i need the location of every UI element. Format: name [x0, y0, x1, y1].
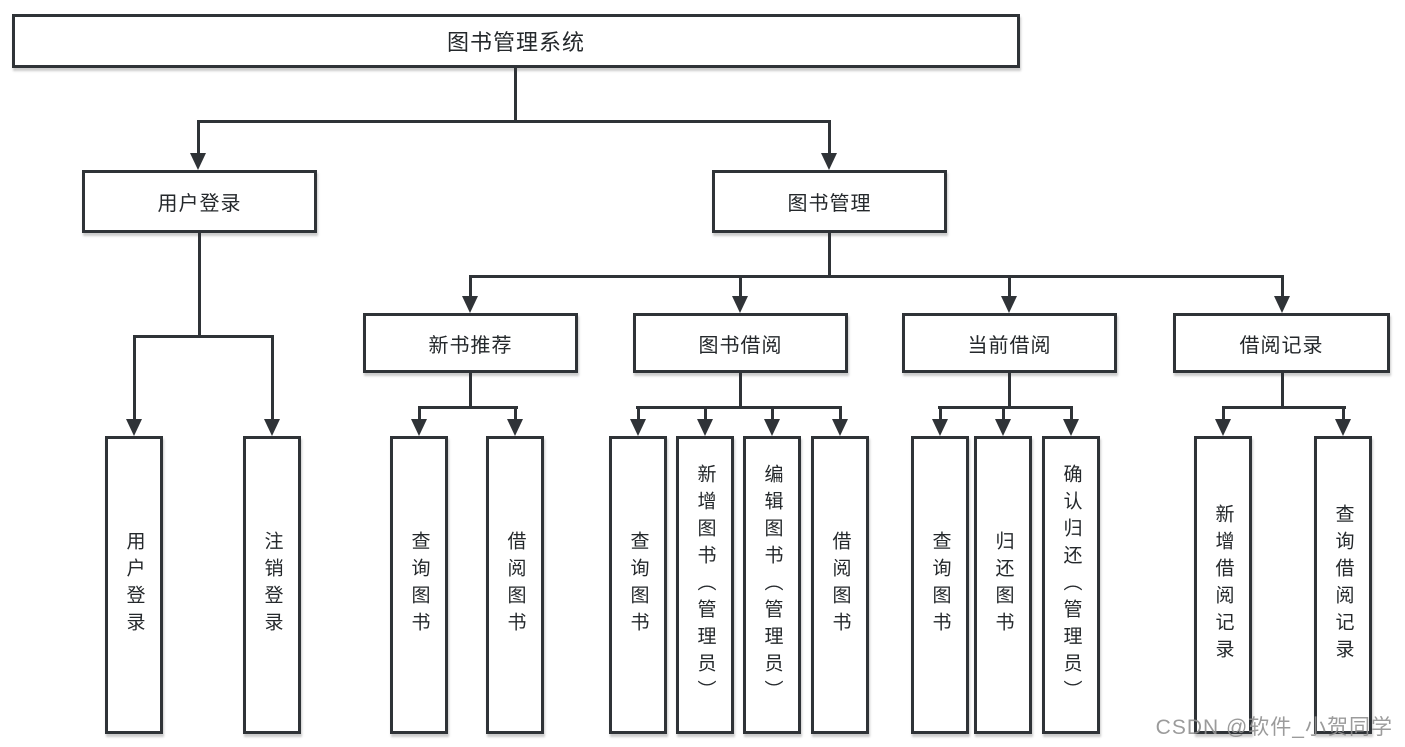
- leaf-label: 借阅图书: [504, 531, 526, 639]
- leaf-label: 查询图书: [627, 531, 649, 639]
- leaf-label: 编辑图书（管理员）: [761, 463, 783, 707]
- node-label: 用户登录: [157, 193, 242, 215]
- node-label: 图书管理系统: [446, 30, 585, 55]
- connector-stem: [1342, 406, 1345, 421]
- connector-book-borrow-branch: [636, 406, 842, 409]
- connector-book-management-branch: [469, 275, 1284, 278]
- leaf-query-books-recommend: 查询图书: [390, 436, 448, 734]
- connector-stem-leaf-logout: [271, 335, 274, 421]
- node-new-book-recommend: 新书推荐: [363, 313, 578, 373]
- connector-current-borrow-branch: [938, 406, 1073, 409]
- arrow-down-icon: [1335, 419, 1351, 436]
- connector-new-book-stub: [469, 371, 472, 407]
- connector-root-stub: [514, 67, 517, 121]
- connector-stem: [839, 406, 842, 421]
- leaf-confirm-return-admin: 确认归还（管理员）: [1042, 436, 1100, 734]
- leaf-label: 借阅图书: [829, 531, 851, 639]
- connector-stem: [771, 406, 774, 421]
- arrow-down-icon: [995, 419, 1011, 436]
- leaf-query-books-borrowing: 查询图书: [609, 436, 667, 734]
- arrow-down-icon: [1001, 296, 1017, 313]
- arrow-down-icon: [732, 296, 748, 313]
- leaf-logout-login: 注销登录: [243, 436, 301, 734]
- arrow-down-icon: [832, 419, 848, 436]
- leaf-label: 新增借阅记录: [1212, 504, 1234, 666]
- connector-current-borrow-stub: [1008, 371, 1011, 407]
- node-label: 借阅记录: [1239, 334, 1324, 357]
- arrow-down-icon: [190, 153, 206, 170]
- node-borrow-records: 借阅记录: [1173, 313, 1390, 373]
- connector-stem: [1222, 406, 1225, 421]
- leaf-query-borrow-record: 查询借阅记录: [1314, 436, 1372, 734]
- node-label: 新书推荐: [428, 334, 513, 357]
- arrow-down-icon: [264, 419, 280, 436]
- node-label: 图书管理: [787, 193, 872, 215]
- connector-stem-borrow-records: [1281, 275, 1284, 298]
- leaf-label: 归还图书: [992, 531, 1014, 639]
- arrow-down-icon: [697, 419, 713, 436]
- connector-stem-leaf-user-login: [133, 335, 136, 421]
- connector-stem: [704, 406, 707, 421]
- node-book-borrowing: 图书借阅: [633, 313, 848, 373]
- leaf-label: 用户登录: [123, 531, 145, 639]
- node-current-borrowing: 当前借阅: [902, 313, 1117, 373]
- connector-stem: [1002, 406, 1005, 421]
- connector-book-borrow-stub: [739, 371, 742, 407]
- leaf-return-books: 归还图书: [974, 436, 1032, 734]
- connector-stem: [418, 406, 421, 421]
- connector-stem: [1070, 406, 1073, 421]
- arrow-down-icon: [1215, 419, 1231, 436]
- arrow-down-icon: [630, 419, 646, 436]
- arrow-down-icon: [932, 419, 948, 436]
- connector-book-management-stub: [828, 230, 831, 276]
- leaf-label: 查询借阅记录: [1332, 504, 1354, 666]
- leaf-label: 注销登录: [261, 531, 283, 639]
- csdn-watermark: CSDN @软件_小贺同学: [1155, 716, 1393, 739]
- node-label: 图书借阅: [698, 334, 783, 357]
- connector-stem-book-management: [828, 120, 831, 156]
- leaf-user-login: 用户登录: [105, 436, 163, 734]
- connector-stem-current-borrow: [1008, 275, 1011, 298]
- leaf-borrow-books-recommend: 借阅图书: [486, 436, 544, 734]
- arrow-down-icon: [821, 153, 837, 170]
- connector-stem: [637, 406, 640, 421]
- leaf-add-borrow-record: 新增借阅记录: [1194, 436, 1252, 734]
- connector-borrow-records-branch: [1222, 406, 1346, 409]
- arrow-down-icon: [411, 419, 427, 436]
- connector-new-book-branch: [418, 406, 518, 409]
- connector-stem-book-borrow: [739, 275, 742, 298]
- leaf-label: 确认归还（管理员）: [1060, 463, 1082, 707]
- leaf-label: 查询图书: [408, 531, 430, 639]
- connector-stem-user-login: [197, 120, 200, 156]
- connector-stem: [939, 406, 942, 421]
- leaf-query-books-current: 查询图书: [911, 436, 969, 734]
- arrow-down-icon: [462, 296, 478, 313]
- connector-user-login-branch: [133, 335, 274, 338]
- arrow-down-icon: [1274, 296, 1290, 313]
- connector-stem-new-book: [469, 275, 472, 298]
- connector-user-login-stub: [198, 230, 201, 336]
- arrow-down-icon: [507, 419, 523, 436]
- leaf-label: 查询图书: [929, 531, 951, 639]
- node-library-management-system: 图书管理系统: [12, 14, 1020, 68]
- leaf-label: 新增图书（管理员）: [694, 463, 716, 707]
- leaf-edit-books-admin: 编辑图书（管理员）: [743, 436, 801, 734]
- arrow-down-icon: [126, 419, 142, 436]
- leaf-add-books-admin: 新增图书（管理员）: [676, 436, 734, 734]
- node-user-login: 用户登录: [82, 170, 317, 233]
- leaf-borrow-books: 借阅图书: [811, 436, 869, 734]
- node-label: 当前借阅: [967, 334, 1052, 357]
- arrow-down-icon: [1063, 419, 1079, 436]
- connector-stem: [514, 406, 517, 421]
- connector-borrow-records-stub: [1281, 371, 1284, 407]
- arrow-down-icon: [764, 419, 780, 436]
- connector-root-branch: [197, 120, 831, 123]
- node-book-management: 图书管理: [712, 170, 947, 233]
